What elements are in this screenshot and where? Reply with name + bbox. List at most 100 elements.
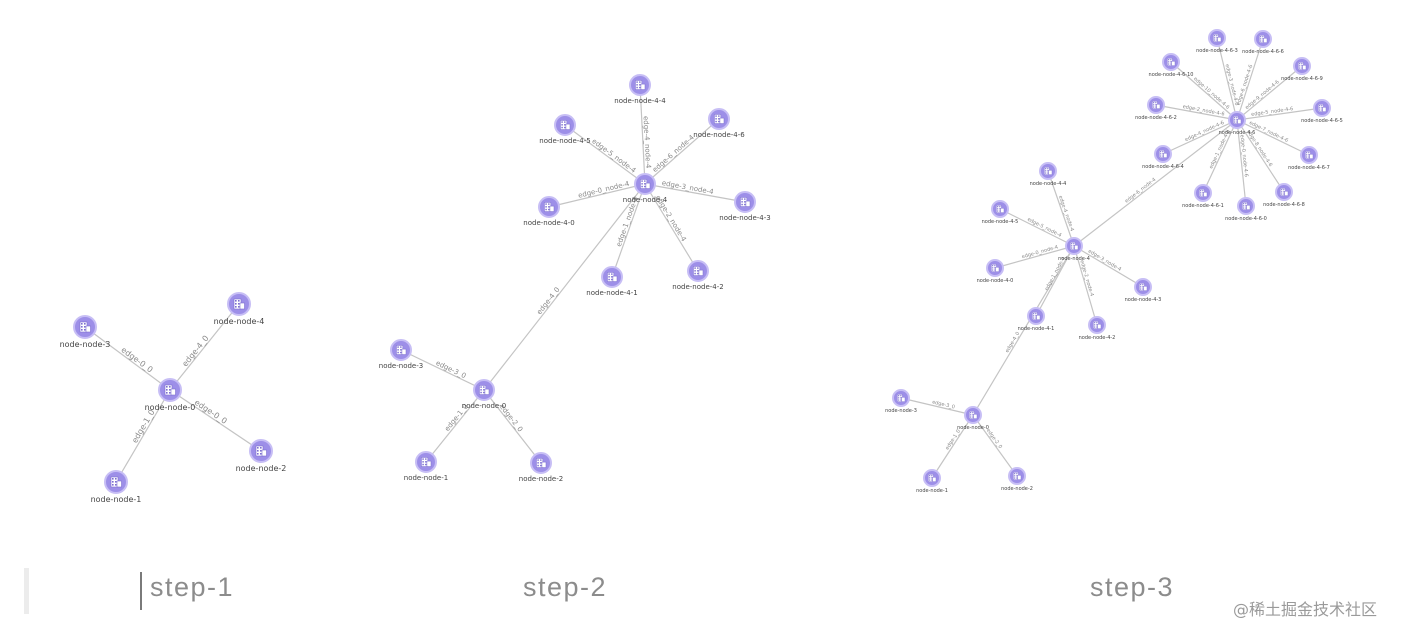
graph-node[interactable]: node-node-4-6-1: [1182, 184, 1224, 209]
edge-label: edge-2_node-4-6: [1182, 104, 1225, 118]
edge-line: [483, 389, 542, 464]
node-label: node-node-4-6-4: [1142, 164, 1184, 170]
graph-node[interactable]: node-node-4: [623, 173, 668, 204]
edge-line: [169, 303, 240, 391]
graph-node[interactable]: node-node-4: [214, 292, 265, 326]
graph-node[interactable]: node-node-4-4: [614, 74, 666, 105]
edge-line: [1162, 119, 1238, 155]
building-icon: [607, 272, 618, 282]
edge-label: edge-5_node-4: [590, 137, 637, 175]
building-icon: [560, 120, 571, 130]
graph-node[interactable]: node-node-1: [91, 470, 142, 504]
graph-edge: edge-6_node-4: [644, 118, 720, 185]
graph-node[interactable]: node-node-2: [1001, 467, 1033, 492]
building-icon: [544, 202, 555, 212]
graph-node[interactable]: node-node-4-1: [1018, 307, 1055, 332]
graph-node[interactable]: node-node-0: [462, 379, 506, 410]
graph-edge: edge-0_0: [169, 389, 262, 452]
building-icon: [536, 458, 547, 468]
node-label: node-node-0: [957, 425, 989, 431]
graph-node[interactable]: node-node-4-6-9: [1281, 57, 1323, 82]
edge-label: edge-6_node-4: [651, 133, 696, 174]
building-icon: [1259, 35, 1268, 43]
graph-node[interactable]: node-node-4-3: [1125, 278, 1162, 303]
node-label: node-node-2: [519, 475, 563, 483]
graph-node[interactable]: node-node-4-6: [1219, 111, 1256, 136]
graph-node[interactable]: node-node-4-2: [1079, 316, 1116, 341]
graph-node[interactable]: node-node-4: [1058, 237, 1090, 262]
graph-edge: edge-0_0: [84, 326, 171, 391]
node-label: node-node-4-6-6: [1242, 49, 1284, 55]
building-icon: [1233, 116, 1242, 124]
graph-node[interactable]: node-node-4-5: [982, 200, 1019, 225]
edge-line: [564, 124, 646, 185]
graph-node[interactable]: node-node-4-6-4: [1142, 145, 1184, 170]
graph-node[interactable]: node-node-4-6-8: [1263, 183, 1305, 208]
graph-node[interactable]: node-node-4-6-5: [1301, 99, 1343, 124]
node-label: node-node-4: [623, 196, 668, 204]
graph-node[interactable]: node-node-0: [145, 378, 196, 412]
building-icon: [1044, 167, 1053, 175]
node-label: node-node-3: [60, 340, 111, 349]
graph-node[interactable]: node-node-1: [916, 469, 948, 494]
graph-node[interactable]: node-node-3: [379, 339, 423, 370]
graph-edge: edge-5_node-4-6: [1236, 106, 1323, 121]
node-label: node-node-4-3: [719, 214, 770, 222]
node-label: node-node-4-3: [1125, 297, 1162, 303]
graph-node[interactable]: node-node-4-2: [672, 260, 724, 291]
graph-node[interactable]: node-node-3: [885, 389, 917, 414]
graph-node[interactable]: node-node-4-0: [977, 259, 1014, 284]
graph-node[interactable]: node-node-0: [957, 406, 989, 431]
graph-edge: edge-5_node-4: [564, 124, 646, 185]
graph-edge: edge-0_node-4-6: [1236, 119, 1249, 207]
edge-line: [644, 183, 746, 203]
graph-node[interactable]: node-node-2: [519, 452, 563, 483]
graph-node[interactable]: node-node-4-6-7: [1288, 146, 1330, 171]
graph-node[interactable]: node-node-4-6-10: [1149, 53, 1194, 78]
node-label: node-node-0: [462, 402, 506, 410]
edge-line: [1236, 119, 1247, 207]
node-label: node-node-3: [885, 408, 917, 414]
graph-node[interactable]: node-node-4-4: [1030, 162, 1067, 187]
graph-node[interactable]: node-node-4-6-2: [1135, 96, 1177, 121]
node-layer: node-node-0 node-node-1 node-node-2 node-no…: [60, 292, 287, 504]
edge-line: [999, 208, 1075, 247]
graph-node[interactable]: node-node-4-1: [586, 266, 638, 297]
graph-node[interactable]: node-node-2: [236, 439, 287, 473]
graph-node[interactable]: node-node-4-6: [693, 108, 745, 139]
building-icon: [79, 321, 91, 333]
edge-line: [644, 183, 699, 272]
building-icon: [693, 266, 704, 276]
graph-edge: edge-6_node-4: [1073, 119, 1238, 247]
building-icon: [479, 385, 490, 395]
edge-label: edge-2_0: [985, 428, 1003, 450]
node-label: node-node-2: [1001, 486, 1033, 492]
graph-node[interactable]: node-node-3: [60, 315, 111, 349]
graph-node[interactable]: node-node-4-3: [719, 191, 771, 222]
node-label: node-node-4-6-10: [1149, 72, 1194, 78]
edge-line: [115, 389, 171, 483]
building-icon: [1305, 151, 1314, 159]
building-icon: [1093, 321, 1102, 329]
graph-node[interactable]: node-node-4-0: [523, 196, 575, 227]
node-label: node-node-4-6-1: [1182, 203, 1224, 209]
node-label: node-node-4-0: [977, 278, 1014, 284]
building-icon: [1032, 312, 1041, 320]
node-layer: node-node-0 node-node-1 node-node-2 node-no…: [379, 74, 771, 483]
node-label: node-node-4-6-2: [1135, 115, 1177, 121]
node-label: node-node-4-6: [1219, 130, 1256, 136]
edge-line: [400, 349, 485, 391]
edge-line: [972, 245, 1075, 416]
edge-label: edge-0_node-4-6: [1239, 134, 1249, 177]
node-label: node-node-4-0: [523, 219, 574, 227]
edge-label: edge-9_node-4-6: [1244, 79, 1280, 111]
graph-node[interactable]: node-node-4-5: [539, 114, 591, 145]
edge-label: edge-3_0: [931, 399, 955, 410]
edge-line: [1236, 38, 1264, 121]
graph-node[interactable]: node-node-1: [404, 451, 448, 482]
graph-node[interactable]: node-node-4-6-3: [1196, 29, 1238, 54]
graph-node[interactable]: node-node-4-6-6: [1242, 30, 1284, 55]
graph-node[interactable]: node-node-4-6-0: [1225, 197, 1267, 222]
building-icon: [1199, 189, 1208, 197]
